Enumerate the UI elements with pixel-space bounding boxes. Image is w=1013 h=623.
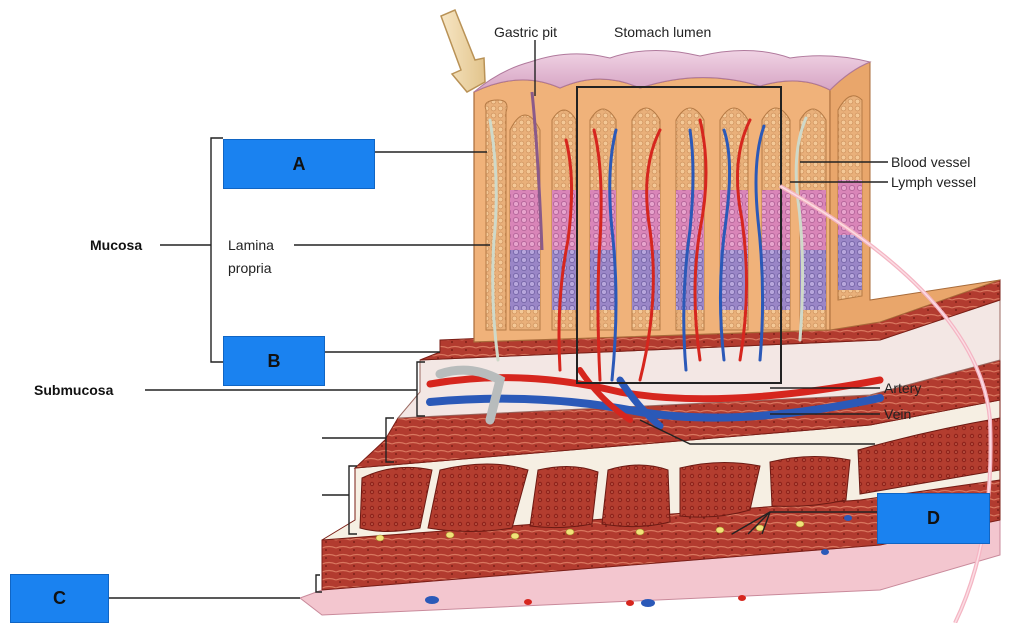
gland-7 [720,108,748,330]
gland-side [838,96,862,300]
gastric-pit-label: Gastric pit [494,24,557,40]
answer-box-b[interactable]: B [223,336,325,386]
mucosa-label: Mucosa [90,237,142,253]
gland-3 [552,110,576,330]
lamina-propria-label-line1: Lamina [228,237,274,253]
answer-box-a[interactable]: A [223,139,375,189]
blood-vessel-label: Blood vessel [891,154,970,170]
lymph-vessel-label: Lymph vessel [891,174,976,190]
vein-label: Vein [884,406,911,422]
lamina-propria-label-line2: propria [228,260,272,276]
artery-label: Artery [884,380,921,396]
gland-8 [762,108,790,330]
stomach-lumen-label: Stomach lumen [614,24,711,40]
submucosa-label: Submucosa [34,382,113,398]
food-direction-arrow-icon [441,10,485,92]
gland-9 [800,109,826,330]
answer-box-d[interactable]: D [877,493,990,544]
answer-box-c[interactable]: C [10,574,109,623]
